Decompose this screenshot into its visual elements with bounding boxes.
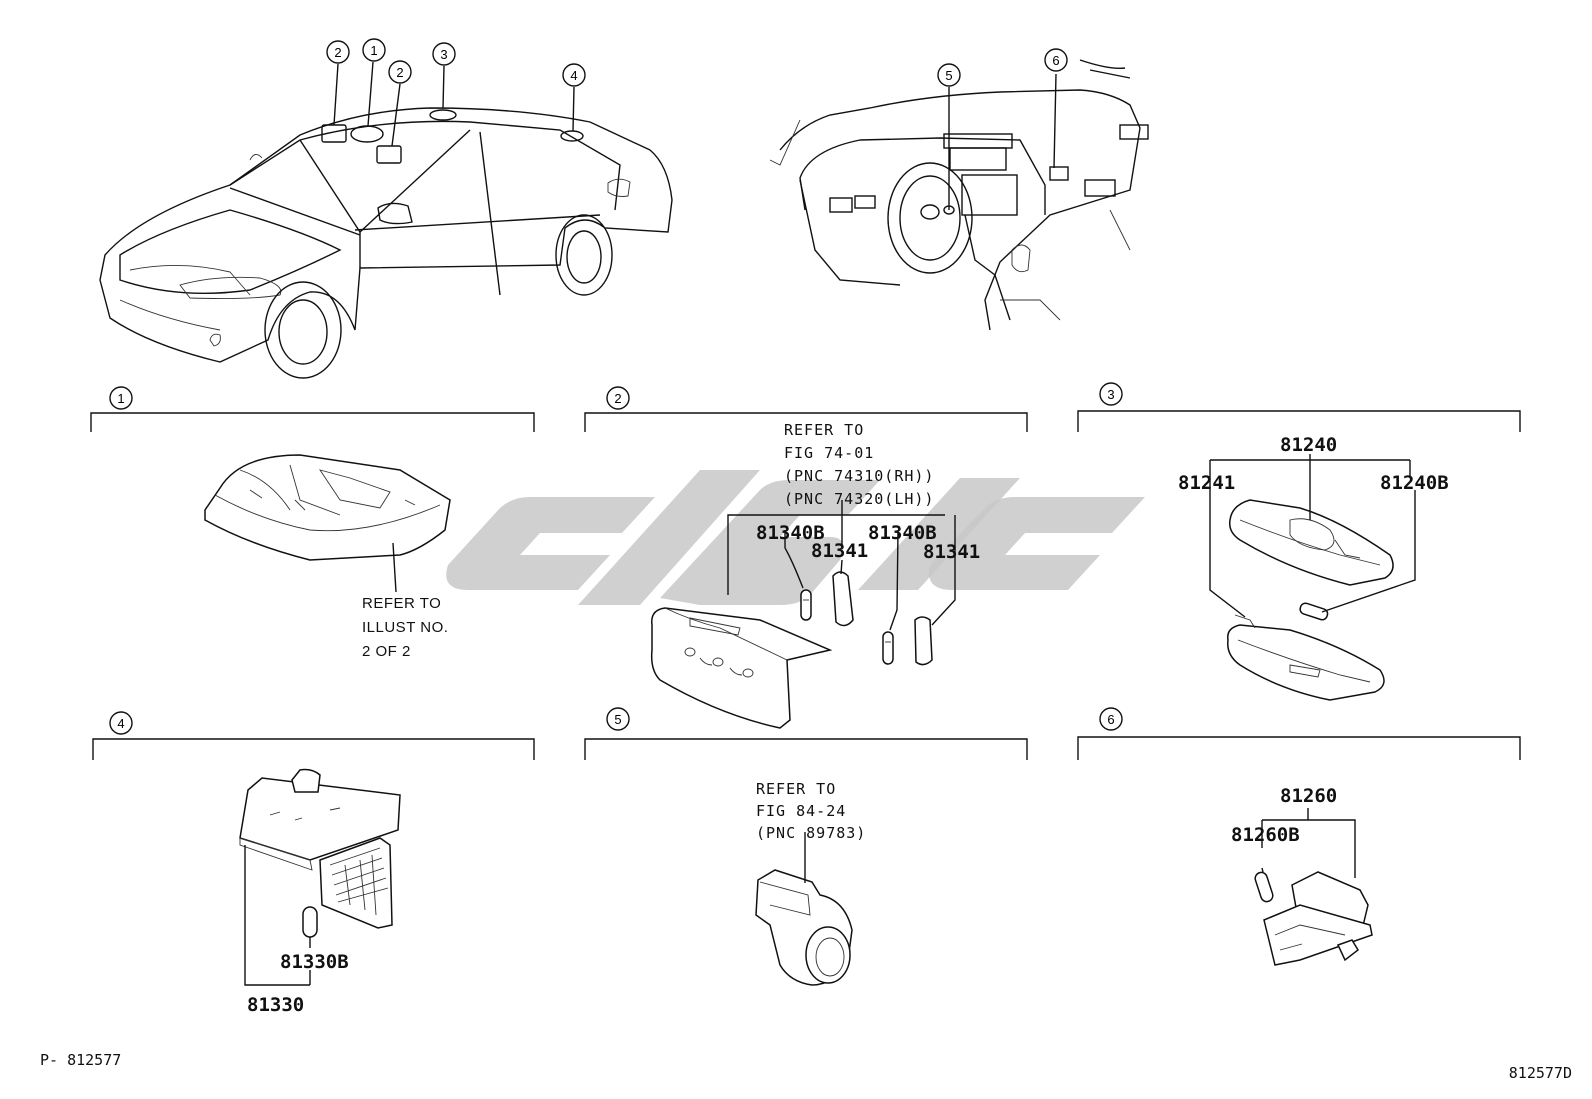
dashboard-illustration xyxy=(769,59,1149,331)
note-line: REFER TO xyxy=(362,595,441,612)
callout-6: 6 xyxy=(1052,53,1059,68)
callout-1: 1 xyxy=(370,43,377,58)
part-number-81341-a: 81341 xyxy=(811,540,868,562)
section-3-part-numbers: 81240 81241 81240B xyxy=(1178,434,1449,494)
part-number-81341-b: 81341 xyxy=(923,541,980,563)
section-3-room-lamp xyxy=(1209,454,1416,701)
section-6-number: 6 xyxy=(1107,712,1114,727)
part-number-81241: 81241 xyxy=(1178,472,1235,494)
section-1-note: REFER TO ILLUST NO. 2 OF 2 xyxy=(362,595,448,660)
note-line: REFER TO xyxy=(756,780,836,798)
section-4-number: 4 xyxy=(117,716,124,731)
section-1-number: 1 xyxy=(117,391,124,406)
section-1-dome-lamp xyxy=(204,454,451,593)
part-number-81340b-b: 81340B xyxy=(868,522,937,544)
section-5-ignition-ring xyxy=(755,832,853,986)
note-line: (PNC 89783) xyxy=(756,824,866,842)
note-line: (PNC 74320(LH)) xyxy=(784,490,934,508)
callout-5: 5 xyxy=(945,68,952,83)
section-brackets xyxy=(90,410,1521,760)
footer-illustration-code: P- 812577 xyxy=(40,1051,121,1069)
section-4-part-numbers: 81330B 81330 xyxy=(247,951,349,1016)
part-number-81260b: 81260B xyxy=(1231,824,1300,846)
part-number-81340b-a: 81340B xyxy=(756,522,825,544)
section-3-number: 3 xyxy=(1107,387,1114,402)
part-number-81330: 81330 xyxy=(247,994,304,1016)
part-number-81260: 81260 xyxy=(1280,785,1337,807)
footer-figure-id: 812577D xyxy=(1509,1064,1572,1082)
note-line: FIG 84-24 xyxy=(756,802,846,820)
callout-3: 3 xyxy=(440,47,447,62)
callout-4: 4 xyxy=(570,68,577,83)
part-number-81330b: 81330B xyxy=(280,951,349,973)
section-5-number: 5 xyxy=(614,712,621,727)
callout-2a: 2 xyxy=(334,45,341,60)
note-line: 2 OF 2 xyxy=(362,643,411,660)
note-line: ILLUST NO. xyxy=(362,619,448,636)
part-number-81240: 81240 xyxy=(1280,434,1337,456)
section-number-callouts: 1 2 3 4 5 6 xyxy=(109,382,1123,735)
callout-2b: 2 xyxy=(396,65,403,80)
note-line: REFER TO xyxy=(784,421,864,439)
car-exterior-illustration xyxy=(99,61,673,379)
section-4-luggage-lamp xyxy=(239,768,401,986)
section-2-number: 2 xyxy=(614,391,621,406)
section-2-note: REFER TO FIG 74-01 (PNC 74310(RH)) (PNC … xyxy=(784,421,934,508)
section-2-part-numbers: 81340B 81341 81340B 81341 xyxy=(756,522,980,563)
watermark-logo xyxy=(446,470,1145,605)
note-line: (PNC 74310(RH)) xyxy=(784,467,934,485)
section-5-note: REFER TO FIG 84-24 (PNC 89783) xyxy=(756,780,866,842)
section-6-part-numbers: 81260 81260B xyxy=(1231,785,1337,846)
callouts-top: 2 1 2 3 4 5 6 xyxy=(326,38,1068,87)
note-line: FIG 74-01 xyxy=(784,444,874,462)
section-2-vanity-lamp xyxy=(650,500,956,729)
part-number-81240b: 81240B xyxy=(1380,472,1449,494)
section-6-console-lamp xyxy=(1254,808,1373,966)
